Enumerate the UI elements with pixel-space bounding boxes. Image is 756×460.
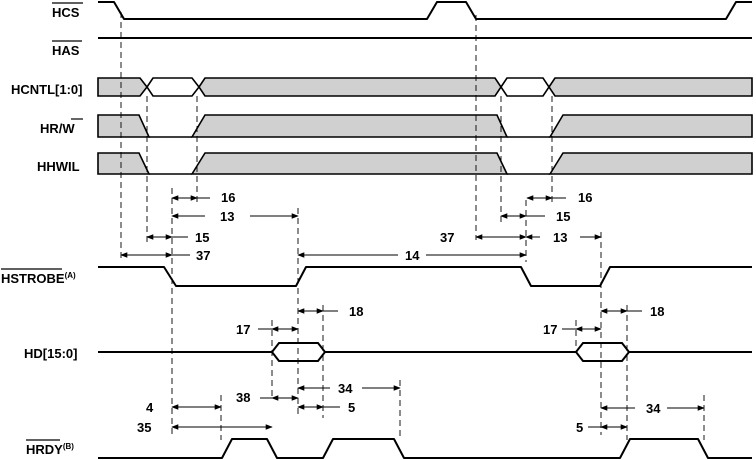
signal-label-hrdy: HRDY(B) bbox=[26, 442, 74, 457]
timing-label-15-right: 15 bbox=[556, 209, 570, 224]
hcntl-waveform bbox=[97, 77, 753, 97]
timing-label-38: 38 bbox=[236, 390, 250, 405]
hstrobe-note: (A) bbox=[65, 271, 76, 280]
timing-label-35: 35 bbox=[137, 420, 151, 435]
timing-label-37-right: 37 bbox=[440, 230, 454, 245]
timing-labels: 16 13 15 37 14 37 15 16 13 17 18 17 18 3… bbox=[137, 190, 664, 435]
hrdy-note: (B) bbox=[63, 442, 74, 451]
timing-label-18-left: 18 bbox=[349, 304, 363, 319]
timing-label-14: 14 bbox=[405, 248, 420, 263]
hrdy-name: HRDY bbox=[26, 442, 63, 457]
signal-label-has: HAS bbox=[52, 43, 80, 58]
hhwil-waveform bbox=[97, 152, 753, 175]
timing-label-37-left: 37 bbox=[196, 248, 210, 263]
timing-label-4: 4 bbox=[146, 400, 154, 415]
timing-label-15-left: 15 bbox=[195, 230, 209, 245]
hd-waveform bbox=[98, 342, 752, 362]
signal-label-hcntl: HCNTL[1:0] bbox=[11, 82, 83, 97]
timing-label-16-left: 16 bbox=[221, 190, 235, 205]
signal-label-hstrobe: HSTROBE(A) bbox=[1, 271, 76, 286]
hcs-waveform bbox=[98, 1, 752, 20]
timing-label-16-right: 16 bbox=[578, 190, 592, 205]
timing-guides bbox=[120, 12, 705, 440]
timing-label-17-right: 17 bbox=[543, 322, 557, 337]
signal-label-hrw: HR/W bbox=[40, 121, 75, 136]
timing-label-13-left: 13 bbox=[220, 209, 234, 224]
signal-label-hcs: HCS bbox=[52, 5, 80, 20]
signal-label-hhwil: HHWIL bbox=[37, 159, 80, 174]
timing-label-5-right: 5 bbox=[576, 420, 583, 435]
hrw-waveform bbox=[97, 114, 753, 138]
hrw-prefix: HR/ bbox=[40, 121, 63, 136]
hstrobe-waveform bbox=[98, 266, 752, 287]
signal-label-hd: HD[15:0] bbox=[24, 346, 77, 361]
timing-label-34-left: 34 bbox=[338, 381, 353, 396]
timing-label-34-right: 34 bbox=[646, 401, 661, 416]
timing-label-13-right: 13 bbox=[553, 230, 567, 245]
hrw-suffix: W bbox=[62, 121, 75, 136]
timing-label-5-left: 5 bbox=[348, 400, 355, 415]
hrdy-waveform bbox=[98, 438, 752, 459]
hstrobe-name: HSTROBE bbox=[1, 271, 65, 286]
timing-label-18-right: 18 bbox=[650, 304, 664, 319]
timing-arrows bbox=[120, 195, 705, 430]
timing-label-17-left: 17 bbox=[236, 322, 250, 337]
